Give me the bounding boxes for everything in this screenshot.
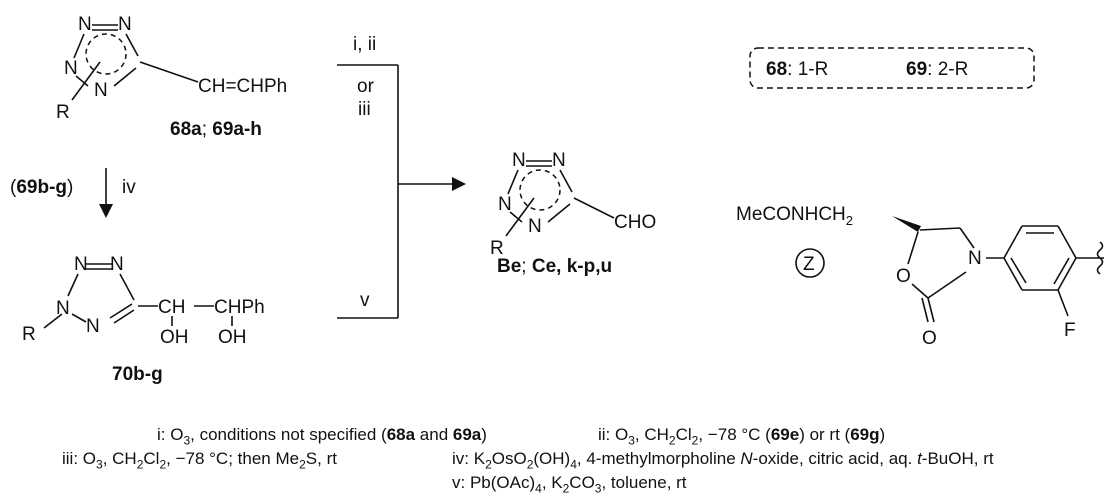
diol-tetrazole: N N N N R CH CHPh OH OH: [22, 254, 265, 348]
product-label: Be; Ce, k-p,u: [497, 256, 612, 277]
atom-r: R: [56, 102, 70, 123]
svg-text:R: R: [22, 324, 36, 345]
down-arrow-iv: [99, 168, 113, 218]
down-arrow-label: iv: [122, 177, 136, 198]
svg-text:N: N: [86, 316, 100, 337]
bond: [71, 61, 101, 101]
svg-text:N: N: [110, 254, 124, 275]
svg-text:R: R: [490, 238, 504, 259]
note-v: v: Pb(OAc)4, K2CO3, toluene, rt: [452, 473, 687, 496]
z-substituent: MeCONHCH2 Z N O O F: [736, 204, 1104, 349]
aromatic-ring: [85, 33, 127, 75]
atom-n: N: [94, 80, 108, 101]
bond: [75, 75, 89, 87]
z-circle: [795, 248, 825, 278]
wedge-bond: [892, 216, 921, 232]
svg-text:N: N: [512, 150, 526, 171]
bond: [139, 61, 199, 83]
down-arrow-prefix: (69b-g): [10, 177, 73, 198]
bond: [125, 33, 139, 57]
svg-text:OH: OH: [160, 327, 189, 348]
reaction-arrows: [337, 64, 466, 319]
top-arrow-label-1: i, ii: [353, 34, 376, 55]
svg-text:N: N: [528, 216, 542, 237]
note-iii: iii: O3, CH2Cl2, −78 °C; then Me2S, rt: [62, 449, 337, 472]
svg-text:O: O: [896, 266, 911, 287]
reaction-scheme: N N N N R CH=CHPh 68a; 69a-h (69b-g) iv …: [10, 14, 1104, 385]
diol-label: 70b-g: [112, 364, 163, 385]
svg-text:N: N: [74, 254, 88, 275]
svg-text:O: O: [922, 328, 937, 349]
bond: [73, 33, 85, 59]
vinyl-group: CH=CHPh: [198, 76, 287, 97]
atom-n: N: [118, 14, 132, 35]
mecon-group: MeCONHCH2: [736, 204, 853, 228]
bottom-arrow-label: v: [360, 290, 370, 311]
atom-n: N: [64, 58, 78, 79]
top-arrow-label-or: or: [357, 76, 375, 97]
legend-box: [749, 47, 1035, 89]
z-label: Z: [803, 254, 815, 275]
note-ii: ii: O3, CH2Cl2, −78 °C (69e) or rt (69g): [598, 425, 886, 448]
legend-68: 68: 1-R: [766, 59, 828, 80]
svg-text:OH: OH: [218, 327, 247, 348]
svg-text:CHO: CHO: [614, 212, 656, 233]
bond: [113, 67, 137, 87]
svg-text:N: N: [56, 298, 70, 319]
start-compound-label: 68a; 69a-h: [170, 119, 262, 140]
note-iv: iv: K2OsO2(OH)4, 4-methylmorpholine N-ox…: [452, 449, 994, 472]
attachment-wavy: [1096, 241, 1104, 275]
svg-text:F: F: [1064, 320, 1076, 341]
product-tetrazole: N N N N R CHO: [490, 150, 656, 259]
svg-text:CH: CH: [158, 297, 185, 318]
top-arrow-label-2: iii: [358, 99, 371, 120]
legend-69: 69: 2-R: [906, 59, 968, 80]
svg-text:N: N: [552, 150, 566, 171]
svg-text:N: N: [968, 248, 982, 269]
note-i: i: O3, conditions not specified (68a and…: [157, 425, 487, 448]
svg-text:CHPh: CHPh: [214, 297, 265, 318]
starting-tetrazole: N N N N R CH=CHPh: [56, 14, 287, 123]
atom-n: N: [78, 14, 92, 35]
svg-text:N: N: [498, 194, 512, 215]
